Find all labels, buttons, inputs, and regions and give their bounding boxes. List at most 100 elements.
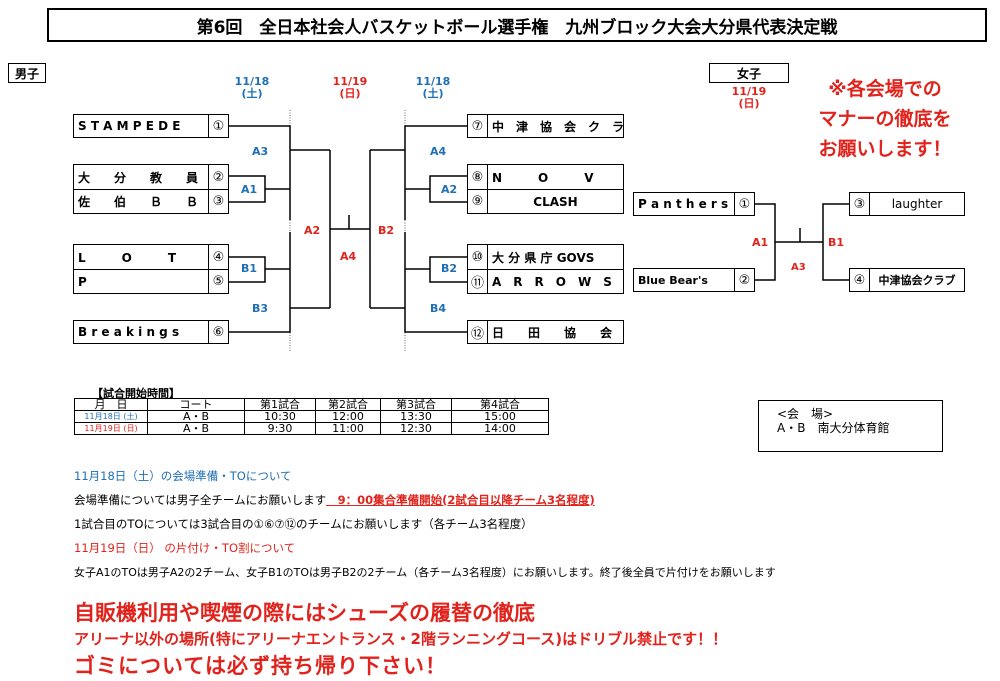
team-name: P a n t h e r s [638,197,729,211]
note-setup-title: 11月18日（土）の会場準備・TOについて [74,469,292,483]
page-title: 第6回 全日本社会人バスケットボール選手権 九州ブロック大会大分県代表決定戦 [47,8,987,42]
header-date: 月 日 [74,398,148,411]
womens-date: 11/19(日) [731,85,767,110]
team-name: N O V A [492,170,623,185]
table-header-row: 月 日 コート 第1試合 第2試合 第3試合 第4試合 [74,398,549,411]
mens-label: 男子 [8,63,46,83]
row-game4: 14:00 [451,422,549,435]
womens-label: 女子 [709,63,789,83]
team-number: ① [734,193,754,215]
notice-line: マナーの徹底を [818,108,952,130]
game-label-b1: B1 [241,262,258,275]
table-row: 11月19日 (日) A・B 9:30 11:00 12:30 14:00 [74,422,549,435]
team-number: ② [208,165,228,189]
team-number: ④ [208,245,228,269]
mens-date-3: 11/18(土) [415,75,451,100]
team-box-1: S T A M P E D E ① [73,114,229,138]
team-number: ① [208,115,228,137]
women-game-a3: A3 [791,262,806,273]
team-name: 佐 伯 Ｂ Ｂ Ｃ [78,195,208,209]
team-name: L O T U S [78,250,208,265]
team-box-6: B r e a k i n g s ⑥ [73,320,229,344]
team-box-4-5: L O T U S④ P G⑤ [73,244,229,294]
mens-date-2: 11/19(日) [332,75,368,100]
venue-title: <会 場> [777,407,834,421]
row-game3: 13:30 [380,410,452,423]
team-name: S T A M P E D E [78,119,181,133]
schedule-caption: 【試合開始時間】 [92,387,180,400]
team-name: laughter [891,197,943,211]
team-name: A R R O W S [492,275,612,289]
warning-trash: ゴミについては必ず持ち帰り下さい！ [74,654,447,678]
note-setup-highlight: 9：00集合準備開始(2試合目以降チーム3名程度) [326,493,595,507]
note-setup-text: 会場準備については男子全チームにお願いします [74,493,327,507]
team-name: 日 田 協 会 [492,325,613,340]
row-game1: 10:30 [244,410,316,423]
team-number: ② [734,269,754,291]
venue-box: <会 場> A・B 南大分体育館 [758,400,943,452]
row-game2: 11:00 [315,422,381,435]
header-game2: 第2試合 [315,398,381,411]
row-court: A・B [147,422,245,435]
women-team-box-3: ③ laughter [849,192,965,216]
row-date: 11月18日 (土) [74,410,148,423]
team-box-2-3: 大 分 教 員 ② 佐 伯 Ｂ Ｂ Ｃ③ [73,164,229,214]
game-label-b2: B2 [378,224,395,237]
team-name: 中津協会クラブ [878,274,956,287]
women-game-a1: A1 [752,236,769,249]
women-team-box-2: Blue Bear's ② [633,268,755,292]
manner-notice: ※各会場での マナーの徹底を お願いします！ [790,74,980,164]
team-number: ⑩ [468,245,488,269]
row-game4: 15:00 [451,410,549,423]
row-game1: 9:30 [244,422,316,435]
team-number: ⑫ [468,321,488,343]
game-label-a3: A3 [252,145,269,158]
team-name: CLASH [533,194,578,209]
game-label-a4-right: A4 [430,145,447,158]
game-label-a4: A4 [340,250,357,263]
women-game-b1: B1 [828,236,845,249]
team-box-12: ⑫ 日 田 協 会 [467,320,624,344]
notice-line: お願いします！ [818,138,952,160]
note-to-first: 1試合目のTOについては3試合目の①⑥⑦⑫のチームにお願いします（各チーム3名程… [74,517,533,531]
team-number: ⑨ [468,190,488,213]
team-number: ⑤ [208,270,228,293]
team-number: ⑪ [468,270,488,293]
team-name: 中 津 協 会 ク ラ ブ [492,119,623,134]
table-row: 11月18日 (土) A・B 10:30 12:00 13:30 15:00 [74,410,549,423]
warning-dribble: アリーナ以外の場所(特にアリーナエントランス・2階ランニングコース)はドリブル禁… [74,630,728,648]
team-name: 大 分 県 庁 GOVS [492,250,595,265]
team-number: ④ [850,269,870,291]
game-label-b3: B3 [252,302,269,315]
women-team-box-1: P a n t h e r s ① [633,192,755,216]
women-team-box-4: ④ 中津協会クラブ [849,268,965,292]
header-game3: 第3試合 [380,398,452,411]
team-box-8-9: ⑧ N O V A ⑨ CLASH [467,164,624,214]
team-name: 大 分 教 員 [78,170,199,185]
team-number: ③ [208,190,228,213]
team-number: ⑧ [468,165,488,189]
warning-shoes: 自販機利用や喫煙の際にはシューズの履替の徹底 [74,601,535,625]
team-name: B r e a k i n g s [78,325,180,339]
team-name: Blue Bear's [638,273,708,287]
game-label-b4: B4 [430,302,447,315]
game-label-a2-right: A2 [441,183,458,196]
header-game4: 第4試合 [451,398,549,411]
row-date: 11月19日 (日) [74,422,148,435]
team-box-7: ⑦中 津 協 会 ク ラ ブ [467,114,624,138]
game-label-b2-right: B2 [441,262,458,275]
header-game1: 第1試合 [244,398,316,411]
team-name: P G [78,275,208,289]
team-number: ⑥ [208,321,228,343]
note-cleanup: 女子A1のTOは男子A2の2チーム、女子B1のTOは男子B2の2チーム（各チーム… [74,566,776,579]
team-number: ③ [850,193,870,215]
schedule-table: 月 日 コート 第1試合 第2試合 第3試合 第4試合 11月18日 (土) A… [74,398,549,435]
row-game3: 12:30 [380,422,452,435]
row-game2: 12:00 [315,410,381,423]
mens-date-1: 11/18(土) [234,75,270,100]
row-court: A・B [147,410,245,423]
venue-detail: A・B 南大分体育館 [777,421,890,435]
note-cleanup-title: 11月19日（日） の片付け・TO割について [74,541,296,555]
game-label-a1: A1 [241,183,258,196]
